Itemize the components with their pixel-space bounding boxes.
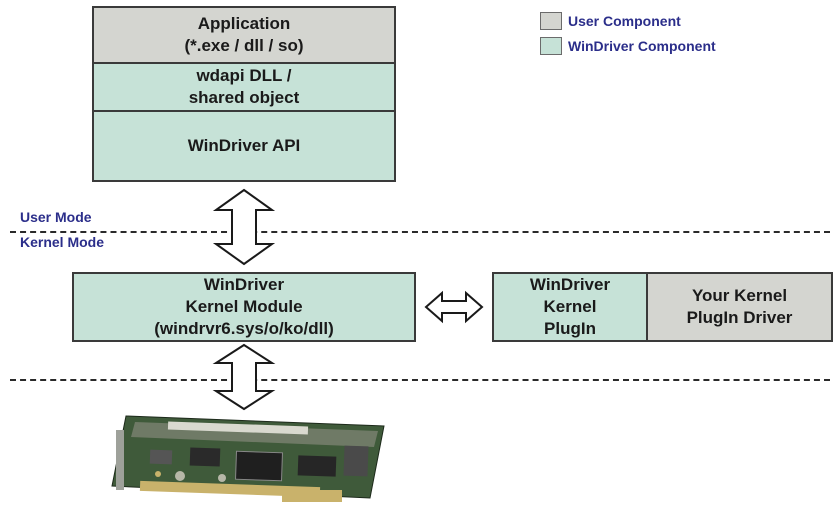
- kernel-module-box: WinDriver Kernel Module (windrvr6.sys/o/…: [72, 272, 416, 342]
- user-kernel-boundary: [10, 231, 830, 233]
- user-mode-label: User Mode: [20, 209, 92, 225]
- application-box: Application (*.exe / dll / so): [92, 6, 396, 64]
- vertical-arrow-icon: [212, 188, 276, 266]
- legend-label-windriver: WinDriver Component: [568, 38, 716, 54]
- kernel-hardware-boundary: [10, 379, 830, 381]
- legend-swatch-windriver: [540, 37, 562, 55]
- legend-label-user: User Component: [568, 13, 681, 29]
- application-title: Application: [197, 14, 291, 33]
- kernel-plugin-line2: Kernel: [543, 297, 597, 316]
- windriver-api-label: WinDriver API: [187, 136, 301, 155]
- horizontal-arrow-icon: [424, 290, 484, 324]
- vertical-arrow-icon-lower: [212, 343, 276, 411]
- wdapi-line1: wdapi DLL /: [196, 66, 292, 85]
- kernel-module-line1: WinDriver: [203, 275, 285, 294]
- wdapi-line2: shared object: [188, 88, 300, 107]
- windriver-api-box: WinDriver API: [92, 110, 396, 182]
- legend-swatch-user: [540, 12, 562, 30]
- kernel-plugin-line1: WinDriver: [529, 275, 611, 294]
- your-driver-line1: Your Kernel: [691, 286, 788, 305]
- kernel-plugin-box: WinDriver Kernel PlugIn: [492, 272, 648, 342]
- application-extensions: (*.exe / dll / so): [184, 36, 304, 55]
- wdapi-box: wdapi DLL / shared object: [92, 62, 396, 112]
- kernel-module-line3: (windrvr6.sys/o/ko/dll): [154, 319, 334, 338]
- kernel-module-line2: Kernel Module: [185, 297, 303, 316]
- pci-card-icon: [111, 415, 385, 502]
- kernel-plugin-line3: PlugIn: [544, 319, 596, 338]
- your-kernel-plugin-driver-box: Your Kernel PlugIn Driver: [646, 272, 833, 342]
- your-driver-line2: PlugIn Driver: [686, 308, 793, 327]
- kernel-mode-label: Kernel Mode: [20, 234, 105, 250]
